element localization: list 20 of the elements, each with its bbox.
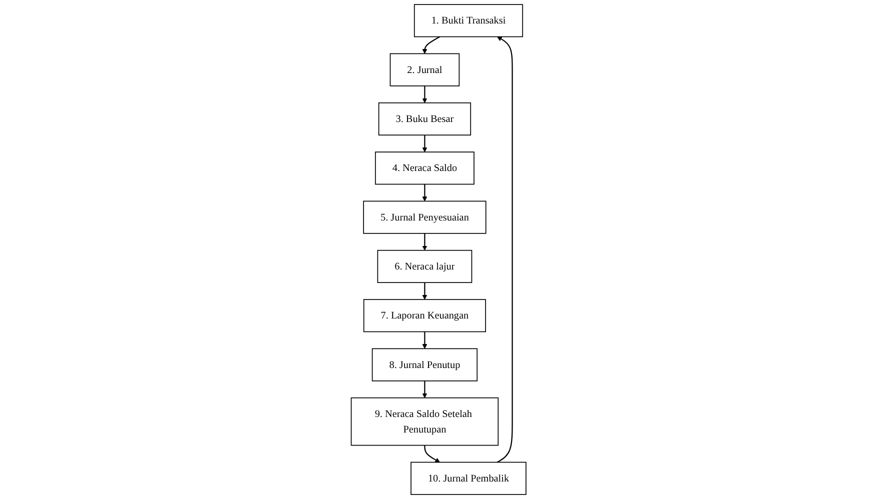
node-box: 10. Jurnal Pembalik [410, 462, 526, 495]
node-box: 7. Laporan Keuangan [363, 299, 486, 332]
arrow [422, 184, 428, 202]
node-box: 9. Neraca Saldo Setelah Penutupan [350, 397, 498, 446]
node-box: 3. Buku Besar [378, 102, 471, 136]
arrow [422, 380, 428, 398]
node-box: 6. Neraca lajur [377, 250, 472, 283]
arrow [422, 282, 428, 300]
arrow [422, 135, 428, 152]
arrow [422, 86, 428, 104]
node-box: 8. Jurnal Penutup [372, 348, 478, 382]
arrow [424, 445, 440, 462]
node-box: 1. Bukti Transaksi [414, 4, 523, 38]
node-box: 4. Neraca Saldo [374, 152, 474, 185]
arrow [422, 332, 428, 349]
node-box: 2. Jurnal [390, 53, 460, 86]
arrow [422, 36, 440, 54]
node-box: 5. Jurnal Penyesuaian [363, 200, 486, 234]
arrow [496, 36, 513, 463]
arrow [422, 233, 428, 251]
